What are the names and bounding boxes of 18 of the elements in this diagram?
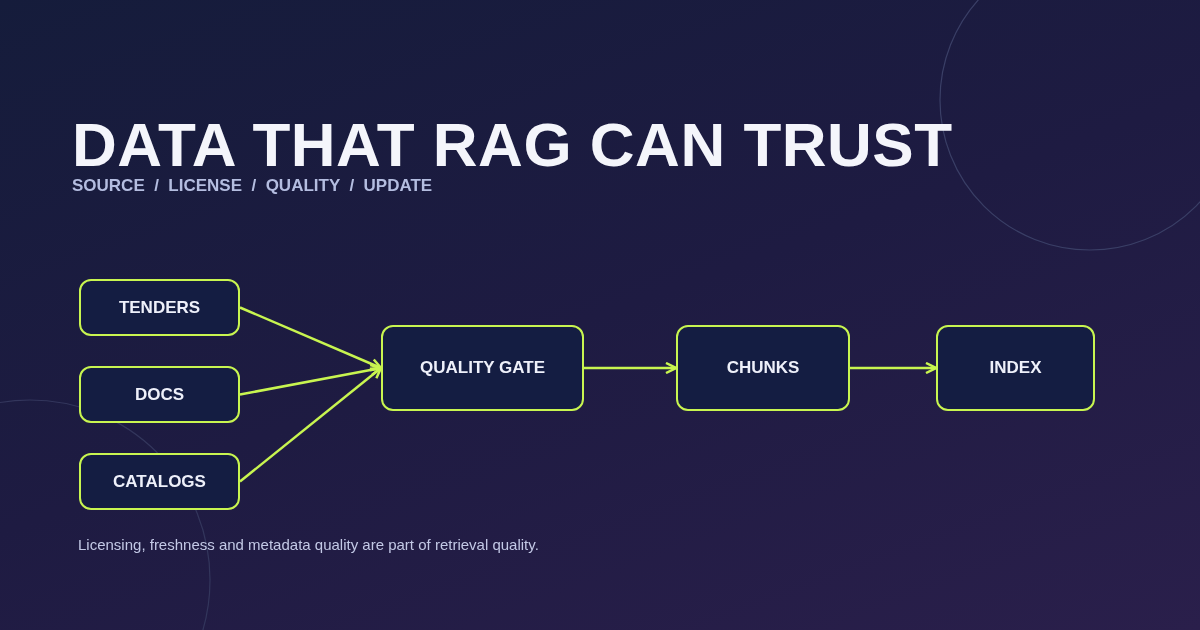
title: DATA THAT RAG CAN TRUST (72, 112, 953, 178)
arrow (850, 361, 938, 375)
process-box (676, 325, 850, 411)
box-label: INDEX (989, 358, 1042, 378)
process-box (79, 453, 240, 510)
process-box (936, 325, 1095, 411)
box-label: QUALITY GATE (420, 358, 545, 378)
process-box (381, 325, 584, 411)
arrow (584, 361, 678, 375)
arrow (239, 306, 383, 370)
box-label: DOCS (134, 384, 185, 405)
process-box (79, 366, 240, 423)
process-box (79, 279, 240, 336)
subtitle: SOURCE / LICENSE / QUALITY / UPDATE (72, 176, 433, 196)
box-label: TENDERS (118, 297, 201, 318)
box-label: CHUNKS (726, 358, 800, 378)
box-label: CATALOGS (113, 471, 206, 492)
caption: Licensing, freshness and metadata quality are part of retrieval quality. (78, 536, 539, 553)
